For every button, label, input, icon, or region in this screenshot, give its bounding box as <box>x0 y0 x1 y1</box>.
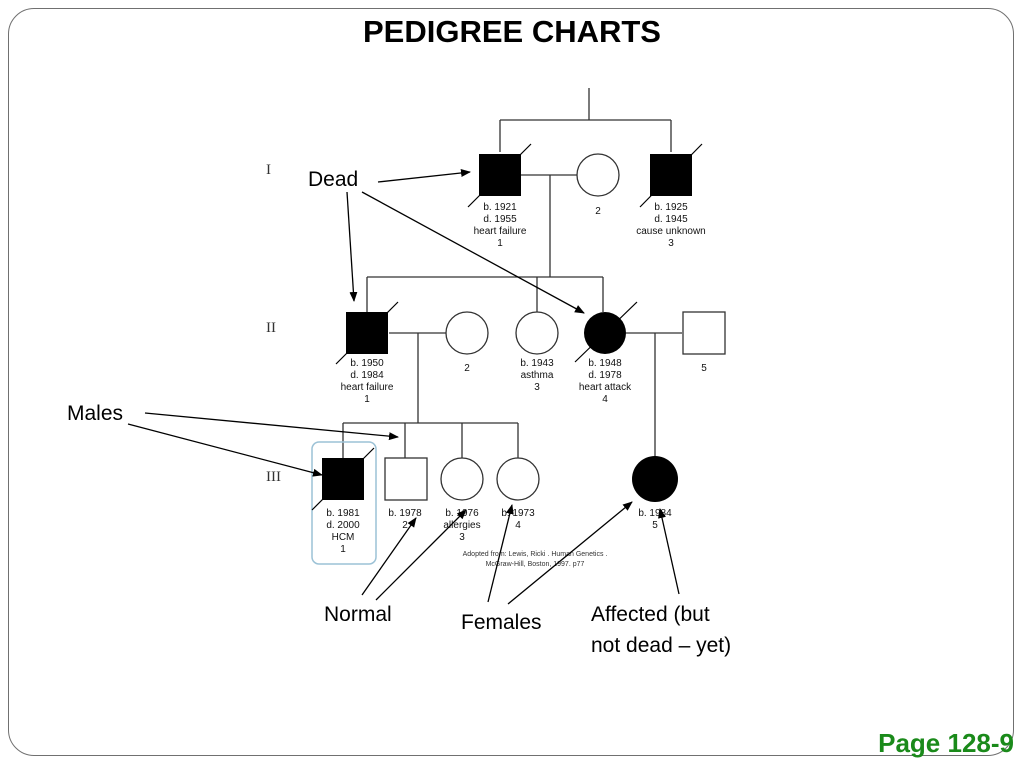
arrow-females-to-III4 <box>487 504 514 603</box>
person-II-3-birth: b. 1943 <box>520 358 554 369</box>
person-I-3-birth: b. 1925 <box>654 202 688 213</box>
female-unaffected-symbol <box>496 457 540 501</box>
deceased-slash <box>574 301 638 363</box>
page-number: Page 128-9 <box>878 728 1014 758</box>
female-affected-symbol <box>632 456 678 502</box>
pedigree-lines <box>342 88 682 458</box>
person-I-2-number: 2 <box>595 206 601 217</box>
person-III-4-number: 4 <box>515 520 521 531</box>
arrow-dead-to-II4 <box>361 191 585 314</box>
generation-label-3: III <box>266 469 281 485</box>
person-I-3-condition: cause unknown <box>636 226 706 237</box>
person-II-3-condition: asthma <box>521 370 554 381</box>
male-unaffected-symbol <box>682 311 726 355</box>
arrow-normal-to-III2 <box>361 517 417 596</box>
person-III-1-number: 1 <box>340 544 346 555</box>
person-II-4-birth: b. 1948 <box>588 358 622 369</box>
deceased-slash <box>311 447 375 511</box>
annotation-arrows <box>127 168 680 605</box>
person-II-4-death: d. 1978 <box>588 370 622 381</box>
person-I-1-birth: b. 1921 <box>483 202 517 213</box>
generation-label-1: I <box>266 162 271 178</box>
person-III-1-death: d. 2000 <box>326 520 360 531</box>
person-III-3-number: 3 <box>459 532 465 543</box>
generation-label-2: II <box>266 320 276 336</box>
arrow-males-to-III2 <box>144 412 399 441</box>
slide-frame <box>8 8 1014 756</box>
deceased-slash <box>335 301 399 365</box>
person-III-4-birth: b. 1973 <box>501 508 535 519</box>
annotation-normal: Normal <box>324 603 392 626</box>
person-III-2-number: 2 <box>402 520 408 531</box>
person-I-1-number: 1 <box>497 238 503 249</box>
person-II-2-number: 2 <box>464 363 470 374</box>
person-II-1-condition: heart failure <box>341 382 394 393</box>
annotation-males: Males <box>67 402 123 425</box>
arrow-normal-to-III3 <box>375 509 467 601</box>
annotation-females: Females <box>461 611 542 634</box>
male-unaffected-symbol <box>384 457 428 501</box>
person-II-4-condition: heart attack <box>579 382 632 393</box>
female-unaffected-symbol <box>445 311 489 355</box>
person-III-5-birth: b. 1984 <box>638 508 672 519</box>
person-I-1-death: d. 1955 <box>483 214 517 225</box>
deceased-slash <box>639 143 703 208</box>
person-II-5-number: 5 <box>701 363 707 374</box>
person-II-3-number: 3 <box>534 382 540 393</box>
arrow-dead-to-II1 <box>346 191 358 302</box>
person-I-3-number: 3 <box>668 238 674 249</box>
person-III-1-condition: HCM <box>332 532 355 543</box>
annotation-dead: Dead <box>308 168 358 191</box>
arrow-males-to-III1 <box>127 423 323 477</box>
person-III-1-birth: b. 1981 <box>326 508 360 519</box>
person-III-3-condition: allergies <box>443 520 480 531</box>
citation-line-1: Adopted from: Lewis, Ricki . Human Genet… <box>463 551 608 558</box>
annotation-affected-line-1: Affected (but <box>591 603 710 626</box>
citation-line-2: McGraw-Hill, Boston, 1997. p77 <box>486 561 585 568</box>
arrow-females-to-III5 <box>507 501 633 605</box>
arrow-dead-to-I1 <box>377 168 471 183</box>
female-unaffected-symbol <box>515 311 559 355</box>
slide-title: PEDIGREE CHARTS <box>363 14 661 49</box>
person-II-4-number: 4 <box>602 394 608 405</box>
person-II-1-death: d. 1984 <box>350 370 384 381</box>
person-II-1-number: 1 <box>364 394 370 405</box>
person-III-5-number: 5 <box>652 520 658 531</box>
person-II-1-birth: b. 1950 <box>350 358 384 369</box>
person-III-2-birth: b. 1978 <box>388 508 422 519</box>
highlight-box <box>311 441 377 565</box>
deceased-slash <box>467 143 532 208</box>
arrow-affected-to-III5 <box>658 508 680 595</box>
female-unaffected-symbol <box>576 153 620 197</box>
female-unaffected-symbol <box>440 457 484 501</box>
annotation-affected-line-2: not dead – yet) <box>591 634 731 657</box>
person-I-3-death: d. 1945 <box>654 214 688 225</box>
person-I-1-condition: heart failure <box>474 226 527 237</box>
